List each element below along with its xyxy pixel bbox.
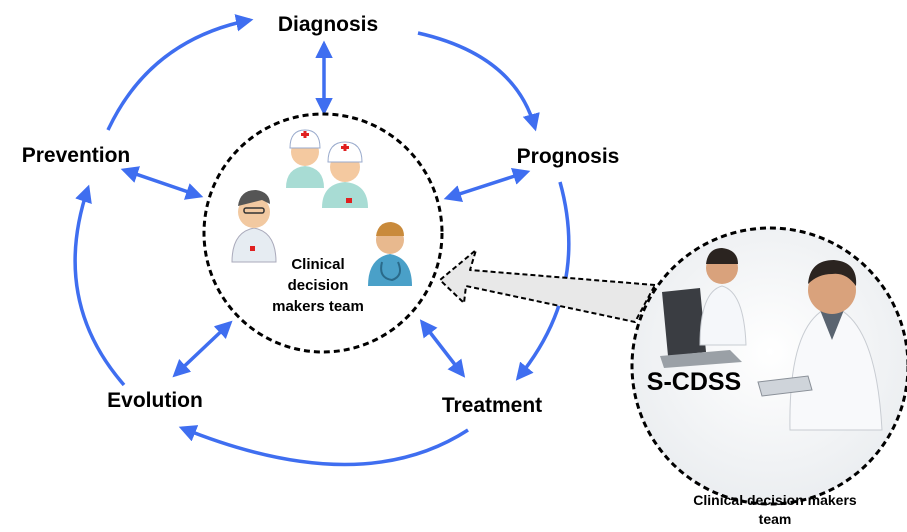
team-label-line1: Clinical <box>291 256 344 273</box>
team-label-line2: decision <box>288 277 349 294</box>
team-links <box>120 40 531 378</box>
stage-evolution: Evolution <box>107 389 203 412</box>
scdss-label: S-CDSS <box>647 368 741 396</box>
team-label-line3: makers team <box>272 298 364 315</box>
arrow-prevention-to-diagnosis <box>106 14 254 131</box>
stage-treatment: Treatment <box>442 394 542 417</box>
arrow-diagnosis-to-prognosis <box>417 31 540 132</box>
scdss-caption-line1: Clinical decision makers <box>693 492 857 508</box>
stage-prognosis: Prognosis <box>517 145 620 168</box>
nurse-icon <box>286 129 324 188</box>
scdss-to-team-arrow <box>439 249 656 323</box>
arrow-treatment-to-evolution <box>178 425 469 467</box>
link-evolution <box>172 320 233 378</box>
stage-prevention: Prevention <box>22 144 131 167</box>
scdss-caption-line2: team <box>759 511 792 527</box>
link-prognosis <box>443 168 531 202</box>
scdss-photo <box>632 228 907 504</box>
link-prevention <box>120 166 204 200</box>
physician-icon <box>368 222 412 286</box>
stage-diagnosis: Diagnosis <box>278 13 378 36</box>
team-circle <box>202 112 444 354</box>
nurse-icon-2 <box>322 141 368 208</box>
doctor-icon <box>231 190 277 263</box>
link-treatment <box>419 319 466 378</box>
arrow-evolution-to-prevention <box>73 184 126 387</box>
scdss-circle <box>630 226 907 506</box>
